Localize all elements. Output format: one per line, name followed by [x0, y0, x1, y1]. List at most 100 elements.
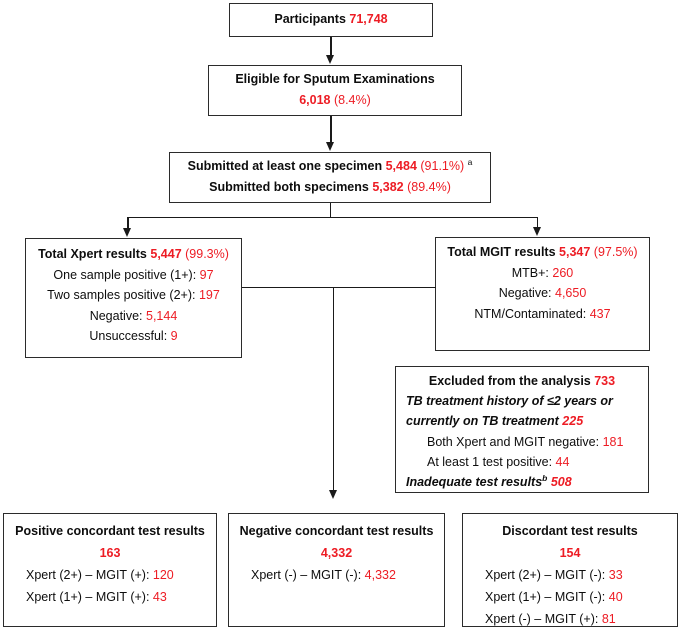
- row-value: 9: [170, 329, 178, 343]
- xpert-title: Total Xpert results 5,447 (99.3%): [26, 244, 241, 265]
- inadequate-value: 508: [550, 475, 572, 490]
- connector-split-right-drop-line: [536, 217, 538, 228]
- outcome-title: Positive concordant test results: [4, 520, 216, 542]
- participants-value: 71,748: [349, 12, 388, 26]
- row-label: One sample positive (1+):: [53, 267, 197, 282]
- connector-split-left-drop-line: [127, 217, 129, 229]
- mgit-title-label: Total MGIT results: [447, 245, 556, 259]
- footnote-a-marker: a: [467, 156, 473, 167]
- outcome-row: Xpert (1+) – MGIT (+): 43: [4, 586, 216, 608]
- excluded-title: Excluded from the analysis 733: [396, 371, 648, 391]
- excluded-sub-row: At least 1 test positive: 44: [396, 452, 648, 472]
- mgit-title: Total MGIT results 5,347 (97.5%): [436, 242, 649, 263]
- row-label: Unsuccessful:: [89, 329, 168, 343]
- row-value: 40: [608, 590, 623, 604]
- xpert-row: Negative: 5,144: [26, 306, 241, 327]
- connector-participants-eligible-line: [330, 37, 332, 56]
- excluded-box: Excluded from the analysis 733 TB treatm…: [395, 366, 649, 493]
- positive-concordant-box: Positive concordant test results 163 Xpe…: [3, 513, 217, 627]
- outcome-title-text: Positive concordant test results: [15, 524, 205, 538]
- participants-line: Participants 71,748: [230, 4, 432, 34]
- row-label: Both Xpert and MGIT negative:: [427, 434, 600, 449]
- row-label: Xpert (-) – MGIT (+):: [485, 612, 599, 626]
- connector-xpert-mgit-join-line: [242, 286, 436, 288]
- submitted-both-value: 5,382: [372, 180, 404, 194]
- arrow-down-head: [328, 490, 337, 499]
- submitted-one-pct: (91.1%): [420, 159, 465, 173]
- arrow-down-head: [123, 228, 132, 237]
- row-label: Xpert (1+) – MGIT (-):: [485, 590, 606, 604]
- outcome-total: 4,332: [229, 542, 444, 564]
- mgit-row: Negative: 4,650: [436, 283, 649, 304]
- connector-eligible-submitted-line: [330, 116, 332, 143]
- footnote-b-marker: b: [542, 472, 548, 483]
- outcome-row: Xpert (1+) – MGIT (-): 40: [463, 586, 677, 608]
- mgit-title-pct: (97.5%): [593, 245, 638, 259]
- arrow-down-head: [532, 227, 541, 236]
- eligible-pct: (8.4%): [333, 93, 371, 107]
- mgit-row: NTM/Contaminated: 437: [436, 304, 649, 325]
- row-value: 81: [601, 612, 616, 626]
- row-value: 4,332: [364, 568, 396, 582]
- mgit-row: MTB+: 260: [436, 263, 649, 284]
- submitted-box: Submitted at least one specimen 5,484 (9…: [169, 152, 491, 203]
- participants-box: Participants 71,748: [229, 3, 433, 37]
- submitted-line-2: Submitted both specimens 5,382 (89.4%): [170, 177, 490, 198]
- row-label: Two samples positive (2+):: [47, 288, 196, 302]
- row-label: Xpert (-) – MGIT (-):: [251, 568, 362, 582]
- xpert-row: Two samples positive (2+): 197: [26, 285, 241, 306]
- row-value: 97: [199, 267, 214, 282]
- excluded-inadequate-line: Inadequate test resultsb 508: [396, 472, 648, 492]
- connector-split-stub-line: [329, 203, 331, 218]
- xpert-results-box: Total Xpert results 5,447 (99.3%) One sa…: [25, 238, 242, 358]
- outcome-total-value: 163: [99, 546, 121, 560]
- xpert-row: One sample positive (1+): 97: [26, 265, 241, 286]
- excluded-title-label: Excluded from the analysis: [428, 374, 591, 388]
- negative-concordant-box: Negative concordant test results 4,332 X…: [228, 513, 445, 627]
- mgit-title-value: 5,347: [559, 245, 591, 259]
- xpert-row: Unsuccessful: 9: [26, 326, 241, 347]
- excluded-treatment-line-1: TB treatment history of ≤2 years or: [396, 391, 648, 411]
- outcome-total: 154: [463, 542, 677, 564]
- xpert-title-pct: (99.3%): [185, 247, 229, 261]
- submitted-line-1: Submitted at least one specimen 5,484 (9…: [170, 156, 490, 177]
- xpert-title-value: 5,447: [150, 247, 182, 261]
- row-label: Negative:: [498, 286, 552, 300]
- outcome-total-value: 4,332: [320, 546, 353, 560]
- row-label: MTB+:: [511, 265, 549, 280]
- outcome-title-text: Discordant test results: [502, 524, 638, 538]
- eligible-value-line: 6,018 (8.4%): [209, 90, 461, 111]
- outcome-title-text: Negative concordant test results: [239, 524, 434, 538]
- treatment-value: 225: [562, 414, 584, 429]
- row-label: Xpert (2+) – MGIT (+):: [26, 568, 150, 582]
- row-value: 260: [552, 265, 574, 280]
- xpert-title-label: Total Xpert results: [38, 247, 147, 261]
- submitted-both-label: Submitted both specimens: [209, 180, 369, 194]
- submitted-both-pct: (89.4%): [407, 180, 451, 194]
- row-value: 197: [198, 288, 220, 302]
- excluded-title-value: 733: [594, 374, 616, 388]
- treatment-label: currently on TB treatment: [406, 414, 559, 429]
- connector-split-horizontal-line: [127, 216, 538, 218]
- row-value: 43: [152, 590, 167, 604]
- eligible-title: Eligible for Sputum Examinations: [209, 69, 461, 90]
- outcome-row: Xpert (-) – MGIT (-): 4,332: [229, 564, 444, 586]
- row-value: 181: [602, 434, 624, 449]
- outcome-row: Xpert (-) – MGIT (+): 81: [463, 608, 677, 630]
- row-value: 437: [589, 306, 611, 321]
- mgit-results-box: Total MGIT results 5,347 (97.5%) MTB+: 2…: [435, 237, 650, 351]
- treatment-text: TB treatment history of ≤2 years or: [406, 394, 613, 409]
- inadequate-label: Inadequate test results: [406, 475, 543, 490]
- arrow-down-head: [326, 55, 334, 64]
- connector-center-drop-line: [332, 287, 334, 491]
- row-label: Xpert (2+) – MGIT (-):: [485, 568, 606, 582]
- submitted-one-label: Submitted at least one specimen: [187, 159, 383, 173]
- excluded-sub-row: Both Xpert and MGIT negative: 181: [396, 432, 648, 452]
- outcome-title: Negative concordant test results: [229, 520, 444, 542]
- row-value: 44: [555, 454, 570, 469]
- outcome-row: Xpert (2+) – MGIT (-): 33: [463, 564, 677, 586]
- eligible-label: Eligible for Sputum Examinations: [235, 72, 435, 86]
- discordant-box: Discordant test results 154 Xpert (2+) –…: [462, 513, 678, 627]
- row-value: 33: [608, 568, 623, 582]
